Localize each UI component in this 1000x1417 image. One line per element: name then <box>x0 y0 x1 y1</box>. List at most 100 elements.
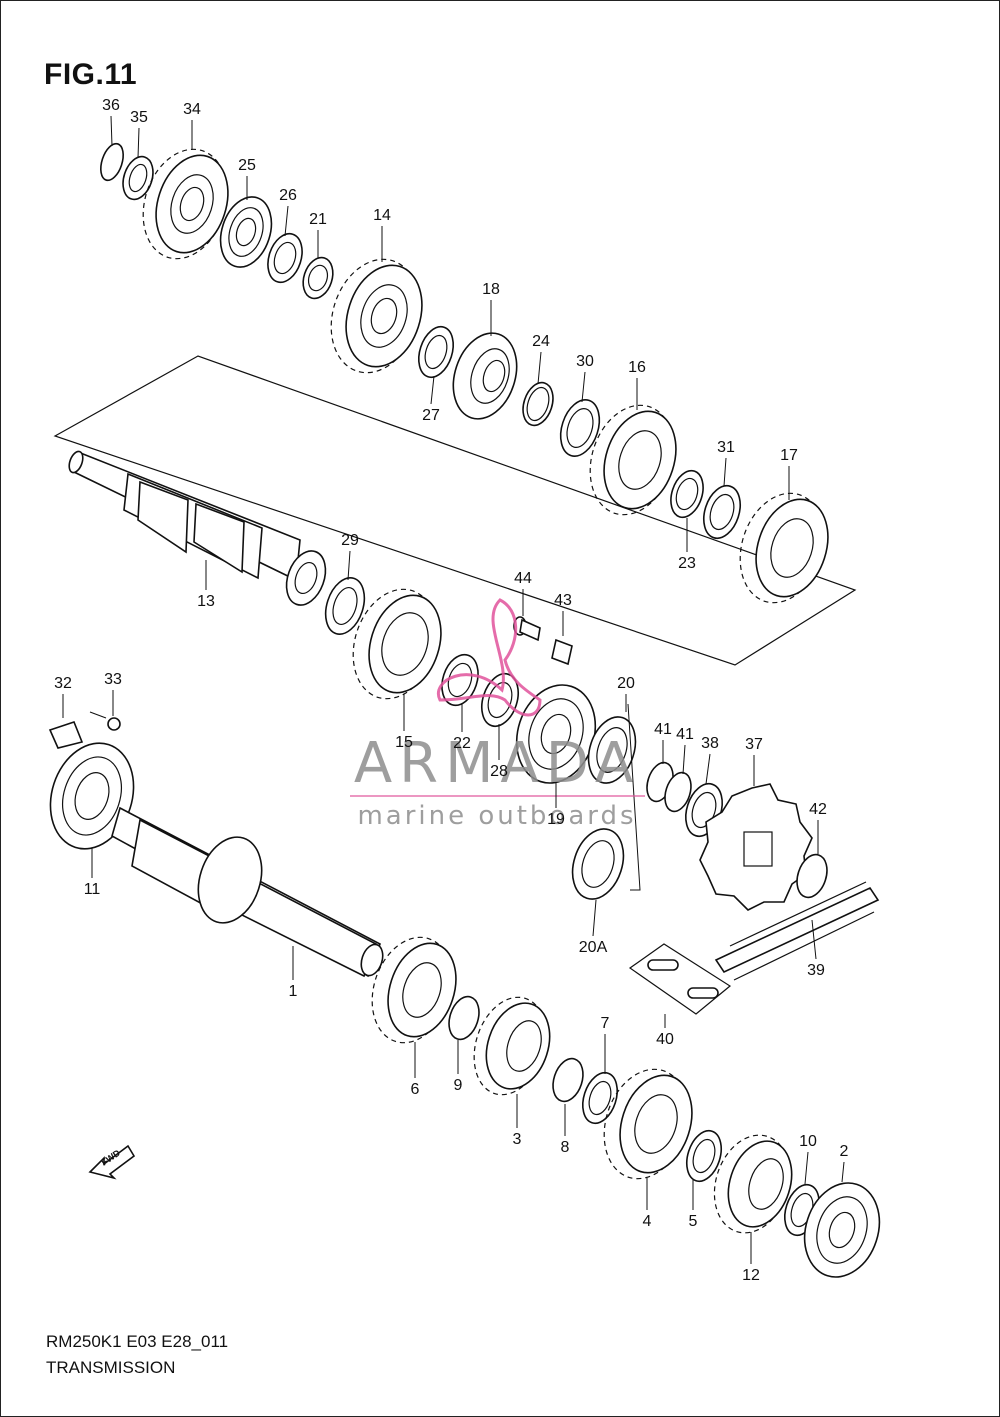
callout-label[interactable]: 12 <box>742 1267 760 1284</box>
part-31-washer[interactable] <box>697 481 746 543</box>
callout-label[interactable]: 19 <box>547 811 565 828</box>
part-41-circlip-b[interactable] <box>660 769 695 814</box>
callout-leader <box>723 457 727 487</box>
part-36-circlip[interactable] <box>97 141 128 183</box>
forward-direction-arrow: FWD <box>88 1144 136 1180</box>
part-20-oil-seal[interactable] <box>581 711 644 789</box>
part-16-gear[interactable] <box>577 394 688 525</box>
part-21-bushing[interactable] <box>298 254 338 303</box>
callout-leader <box>430 375 435 405</box>
part-33-screw[interactable] <box>89 711 121 731</box>
callout-label[interactable]: 7 <box>601 1015 610 1032</box>
callout-label[interactable]: 22 <box>453 735 471 752</box>
part-29-washer[interactable] <box>319 573 371 639</box>
callout-label[interactable]: 28 <box>490 763 508 780</box>
part-43-lock-washer[interactable] <box>551 638 573 666</box>
callout-label[interactable]: 1 <box>289 983 298 1000</box>
callout-label[interactable]: 23 <box>678 555 696 572</box>
part-35-washer[interactable] <box>118 153 158 203</box>
model-code: RM250K1 E03 E28_011 <box>46 1332 229 1351</box>
callout-leader <box>537 351 542 385</box>
part-30-washer[interactable] <box>554 395 606 461</box>
callout-label[interactable]: 2 <box>840 1143 849 1160</box>
callout-label[interactable]: 26 <box>279 187 297 204</box>
callout-label[interactable]: 38 <box>701 735 719 752</box>
part-2-gear[interactable] <box>702 1125 802 1242</box>
part-9-circlip[interactable] <box>444 993 484 1043</box>
callout-label[interactable]: 24 <box>532 333 550 350</box>
part-25-bearing[interactable] <box>212 190 280 273</box>
callout-label[interactable]: 21 <box>309 211 327 228</box>
callout-leader <box>110 115 113 147</box>
callout-label[interactable]: 20A <box>579 939 608 956</box>
watermark-logo-icon <box>436 598 542 717</box>
part-7-washer[interactable] <box>577 1068 624 1127</box>
callout-label[interactable]: 9 <box>454 1077 463 1094</box>
callout-label[interactable]: 29 <box>341 532 359 549</box>
callout-label[interactable]: 15 <box>395 734 413 751</box>
part-27-washer[interactable] <box>413 322 460 381</box>
callout-label[interactable]: 16 <box>628 359 646 376</box>
part-3-gear[interactable] <box>462 988 560 1104</box>
part-17-gear[interactable] <box>727 482 840 613</box>
part-10-bearing[interactable] <box>793 1173 891 1287</box>
callout-label[interactable]: 8 <box>561 1139 570 1156</box>
callout-leader <box>137 127 140 159</box>
callout-leader <box>347 550 351 581</box>
callout-label[interactable]: 43 <box>554 592 572 609</box>
part-39-drive-chain[interactable] <box>714 881 880 981</box>
part-6-gear[interactable] <box>359 927 467 1053</box>
callout-label[interactable]: 41 <box>654 721 672 738</box>
callout-label[interactable]: 41 <box>676 726 694 743</box>
callout-label[interactable]: 11 <box>84 881 101 898</box>
part-15-gear[interactable] <box>340 578 453 709</box>
callout-label[interactable]: 27 <box>422 407 440 424</box>
callout-label[interactable]: 44 <box>514 570 532 587</box>
part-32-plate[interactable] <box>48 721 84 749</box>
callout-leader <box>581 371 586 403</box>
callout-label[interactable]: 17 <box>780 447 798 464</box>
callout-label[interactable]: 30 <box>576 353 594 370</box>
part-34-gear[interactable] <box>130 138 241 269</box>
callout-label[interactable]: 20 <box>617 675 635 692</box>
callout-label[interactable]: 14 <box>373 207 391 224</box>
part-14-gear[interactable] <box>317 248 434 384</box>
part-20a-oil-seal[interactable] <box>564 822 632 905</box>
callout-label[interactable]: 32 <box>54 675 72 692</box>
part-42-circlip[interactable] <box>792 851 832 901</box>
part-1-driveshaft[interactable] <box>111 806 386 978</box>
part-13-countershaft[interactable] <box>67 450 333 611</box>
part-4-gear[interactable] <box>591 1058 704 1189</box>
callout-label[interactable]: 39 <box>807 962 825 979</box>
callout-label[interactable]: 6 <box>411 1081 420 1098</box>
callout-label[interactable]: 31 <box>717 439 735 456</box>
part-37-engine-sprocket[interactable] <box>699 783 813 911</box>
callout-label[interactable]: 13 <box>197 593 215 610</box>
callout-leader <box>682 744 686 775</box>
callout-leader <box>592 899 597 937</box>
part-11-bearing[interactable] <box>37 732 146 859</box>
callout-leader <box>841 1161 845 1183</box>
countershaft-group-outline <box>53 355 857 666</box>
callout-label[interactable]: 36 <box>102 97 120 114</box>
callout-label[interactable]: 5 <box>689 1213 698 1230</box>
callout-label[interactable]: 37 <box>745 736 763 753</box>
part-40-chain-joint[interactable] <box>628 943 732 1015</box>
part-18-gear[interactable] <box>443 325 527 427</box>
callout-label[interactable]: 35 <box>130 109 148 126</box>
callout-label[interactable]: 10 <box>799 1133 817 1150</box>
callout-label[interactable]: 34 <box>183 101 201 118</box>
part-24-circlip[interactable] <box>518 379 558 429</box>
callout-label[interactable]: 25 <box>238 157 256 174</box>
callout-label[interactable]: 33 <box>104 671 122 688</box>
part-8-circlip[interactable] <box>548 1055 588 1105</box>
callout-label[interactable]: 4 <box>643 1213 652 1230</box>
part-44-bolt[interactable] <box>513 616 541 642</box>
callout-label[interactable]: 18 <box>482 281 500 298</box>
callout-label[interactable]: 42 <box>809 801 827 818</box>
part-23-bushing[interactable] <box>665 467 708 522</box>
callout-label[interactable]: 3 <box>513 1131 522 1148</box>
callout-leader <box>705 753 711 785</box>
callout-label[interactable]: 40 <box>656 1031 674 1048</box>
